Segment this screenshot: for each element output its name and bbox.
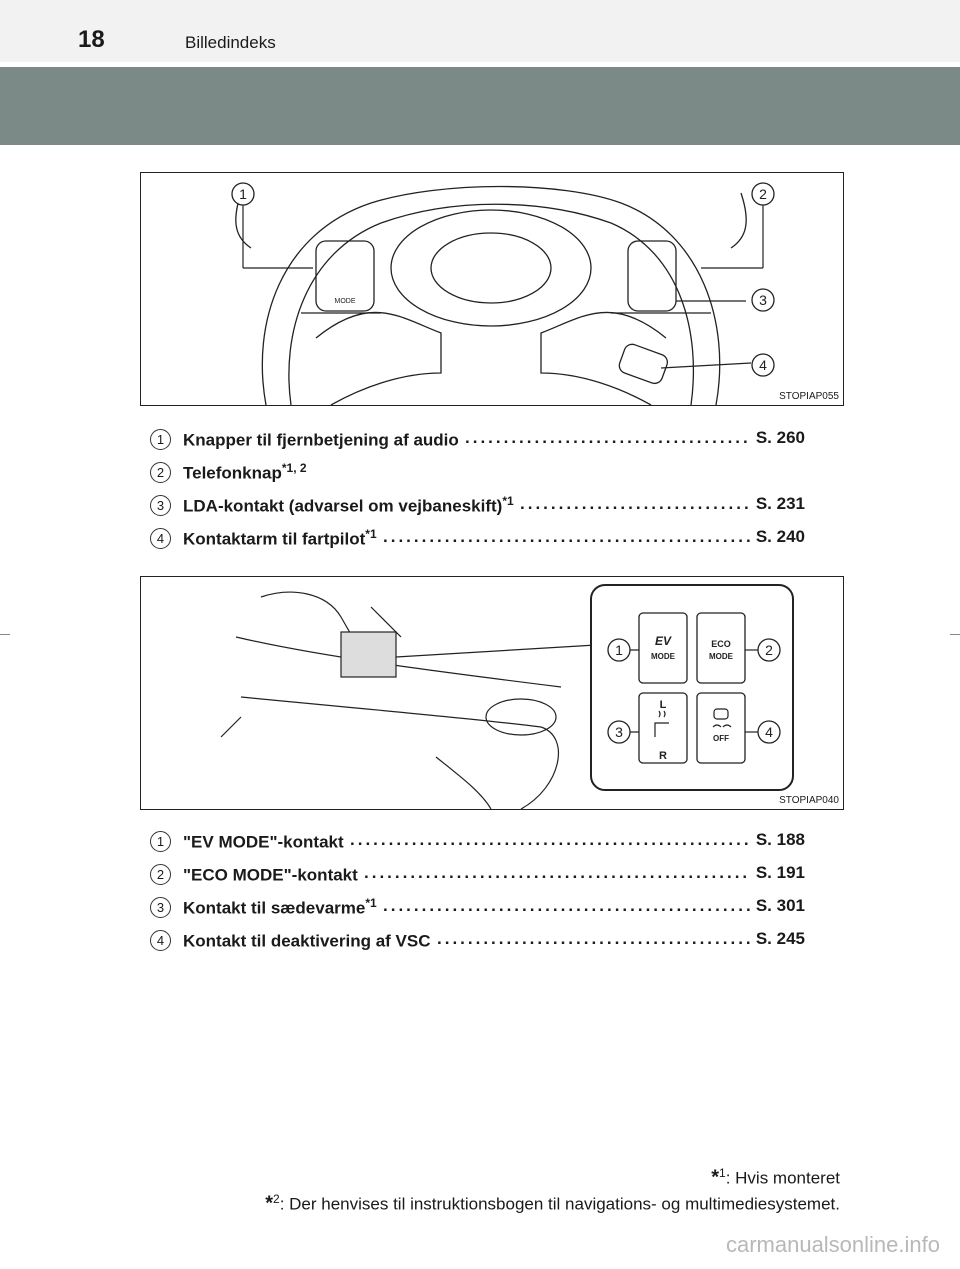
crop-mark [950, 634, 960, 635]
leader-dots: ........................................… [383, 527, 750, 546]
figure-code: STOPIAP040 [779, 795, 839, 806]
item-label: Kontakt til deaktivering af VSC [183, 931, 431, 951]
page-reference[interactable]: S. 301 [755, 896, 805, 915]
seat-heater-left-label: L [660, 699, 667, 711]
footnote-2: *2: Der henvises til instruktionsbogen t… [265, 1192, 840, 1215]
page-reference[interactable]: S. 260 [755, 428, 805, 447]
item-label: LDA-kontakt (advarsel om vejbaneskift)*1 [183, 494, 514, 516]
crop-mark [0, 634, 10, 635]
callout-2: 2 [759, 186, 767, 202]
ev-switch-sublabel: MODE [651, 652, 676, 661]
callout-1: 1 [615, 642, 623, 658]
center-console-figure: 1 2 3 4 EV MODE ECO MODE L R OFF STOPIAP… [140, 576, 844, 810]
item-number: 3 [150, 897, 171, 918]
watermark: carmanualsonline.info [725, 1232, 940, 1257]
item-label: "EV MODE"-kontakt [183, 832, 344, 852]
chapter-band [0, 67, 960, 145]
page-reference[interactable]: S. 188 [755, 830, 805, 849]
item-number: 2 [150, 462, 171, 483]
page-header [0, 0, 960, 62]
item-label: Telefonknap*1, 2 [183, 461, 307, 483]
leader-dots: ........................................… [520, 494, 750, 513]
item-label: Knapper til fjernbetjening af audio [183, 430, 459, 450]
steering-wheel-illustration: 1 2 3 4 MODE [231, 182, 775, 405]
item-label: Kontaktarm til fartpilot*1 [183, 527, 377, 549]
eco-switch-sublabel: MODE [709, 652, 734, 661]
index-item: 3 LDA-kontakt (advarsel om vejbaneskift)*… [150, 494, 805, 520]
page-reference[interactable]: S. 231 [755, 494, 805, 513]
index-item: 4 Kontakt til deaktivering af VSC........… [150, 929, 805, 955]
leader-dots: ........................................… [437, 929, 750, 948]
item-label: "ECO MODE"-kontakt [183, 865, 358, 885]
item-number: 1 [150, 831, 171, 852]
leader-dots: ........................................… [364, 863, 750, 882]
item-number: 4 [150, 528, 171, 549]
page-reference[interactable]: S. 191 [755, 863, 805, 882]
callout-3: 3 [615, 724, 623, 740]
index-item: 1 "EV MODE"-kontakt......................… [150, 830, 805, 856]
index-item: 3 Kontakt til sædevarme*1................… [150, 896, 805, 922]
item-number: 3 [150, 495, 171, 516]
item-number: 4 [150, 930, 171, 951]
page-number: 18 [78, 26, 105, 53]
index-item: 2 Telefonknap*1, 2 [150, 461, 805, 487]
item-number: 2 [150, 864, 171, 885]
figure-code: STOPIAP055 [779, 391, 839, 402]
index-item: 1 Knapper til fjernbetjening af audio....… [150, 428, 805, 454]
console-illustration: 1 2 3 4 EV MODE ECO MODE L R OFF [220, 584, 794, 809]
seat-heater-right-label: R [659, 750, 667, 762]
callout-4: 4 [759, 357, 767, 373]
vsc-skid-icon [712, 708, 732, 728]
item-number: 1 [150, 429, 171, 450]
mode-button-label: MODE [335, 298, 356, 305]
index-item: 4 Kontaktarm til fartpilot*1.............… [150, 527, 805, 553]
section-title: Billedindeks [185, 33, 276, 52]
steering-wheel-figure: 1 2 3 4 MODE STOPIAP055 [140, 172, 844, 406]
callout-4: 4 [765, 724, 773, 740]
page-reference[interactable]: S. 245 [755, 929, 805, 948]
leader-dots: ........................................… [383, 896, 750, 915]
item-label: Kontakt til sædevarme*1 [183, 896, 377, 918]
callout-1: 1 [239, 186, 247, 202]
vsc-off-label: OFF [713, 734, 729, 743]
page-reference[interactable]: S. 240 [755, 527, 805, 546]
callout-3: 3 [759, 292, 767, 308]
footnote-1: *1: Hvis monteret [711, 1166, 840, 1189]
ev-switch-label: EV [655, 634, 672, 648]
index-item: 2 "ECO MODE"-kontakt.....................… [150, 863, 805, 889]
leader-dots: ........................................… [465, 428, 750, 447]
eco-switch-label: ECO [711, 639, 731, 649]
leader-dots: ........................................… [350, 830, 750, 849]
seat-heater-icon [654, 710, 669, 737]
callout-2: 2 [765, 642, 773, 658]
